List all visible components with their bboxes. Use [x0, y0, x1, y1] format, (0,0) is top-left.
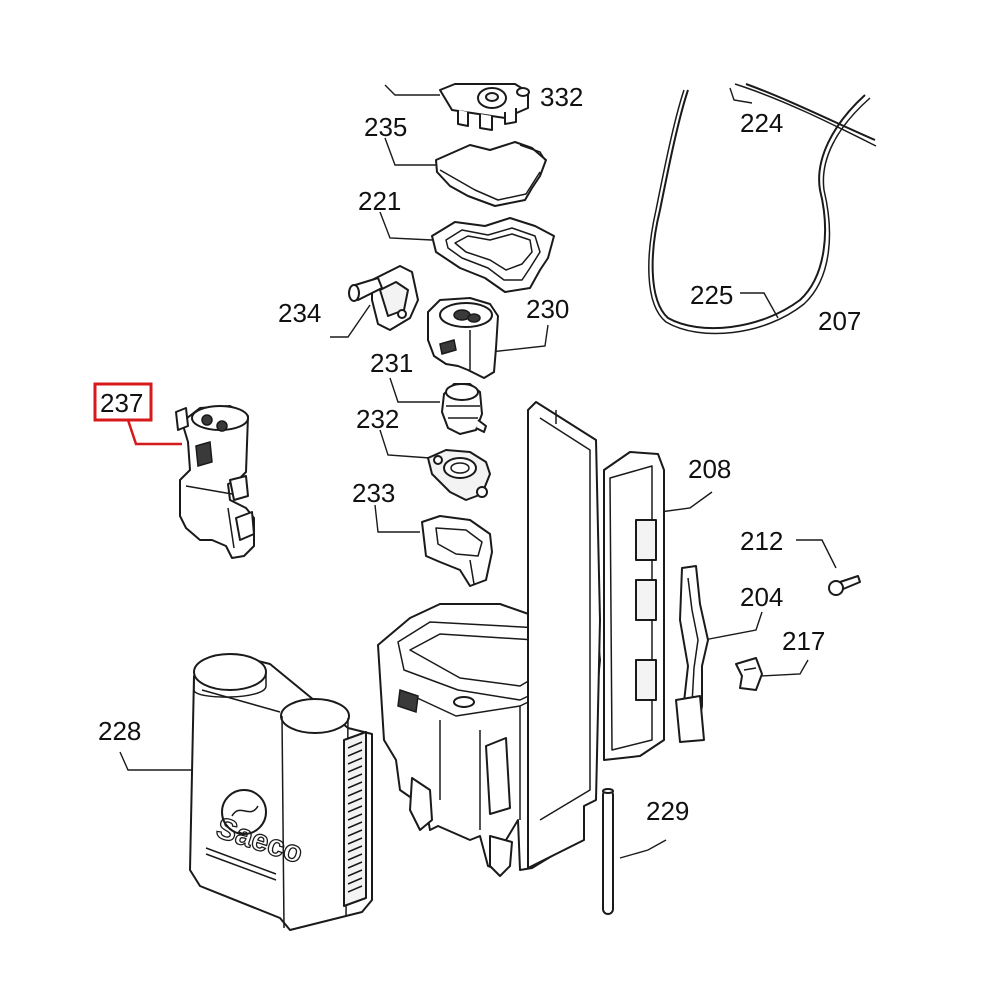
callout-237: 237 [100, 388, 143, 418]
callout-207: 207 [818, 306, 861, 336]
part-217-small-clip [735, 657, 809, 691]
callout-224: 224 [740, 108, 783, 138]
callout-234: 234 [278, 298, 321, 328]
part-234-hinge-pin [330, 265, 419, 338]
leader-225 [740, 292, 779, 319]
part-212-screw [796, 539, 861, 596]
callout-208: 208 [688, 454, 731, 484]
callout-225: 225 [690, 280, 733, 310]
callout-235: 235 [364, 112, 407, 142]
part-231-valve-plug [389, 377, 487, 435]
callout-332: 332 [540, 82, 583, 112]
callout-228: 228 [98, 716, 141, 746]
tank-back-panel [527, 401, 601, 869]
callout-232: 232 [356, 404, 399, 434]
callout-233: 233 [352, 478, 395, 508]
callout-237-leader [126, 419, 182, 446]
part-229-rod [602, 788, 667, 915]
part-225-tube-loop [648, 89, 871, 335]
callout-204: 204 [740, 582, 783, 612]
part-332-valve-assembly [384, 83, 530, 131]
part-232-seal-ring [379, 429, 491, 501]
part-237-side-valve [175, 405, 255, 559]
tank-vent-slots [343, 731, 367, 907]
callout-230: 230 [526, 294, 569, 324]
part-208-side-rail [603, 451, 713, 761]
callout-labels: 332 224 235 221 234 230 207 225 231 237 232 208 233 2… [98, 82, 861, 826]
callout-231: 231 [370, 348, 413, 378]
part-224-tube [729, 83, 877, 147]
part-228-water-tank: Saeco [119, 653, 373, 931]
part-221-gasket-frame [379, 211, 555, 293]
callout-237-box [93, 382, 153, 422]
part-235-cover-plate [384, 137, 547, 207]
callout-212: 212 [740, 526, 783, 556]
callout-229: 229 [646, 796, 689, 826]
callout-217: 217 [782, 626, 825, 656]
callout-237-highlight [93, 382, 182, 446]
part-204-spring-clip [675, 565, 763, 743]
callout-221: 221 [358, 186, 401, 216]
part-230-spout-body [427, 297, 549, 379]
part-233-bracket [374, 504, 493, 587]
